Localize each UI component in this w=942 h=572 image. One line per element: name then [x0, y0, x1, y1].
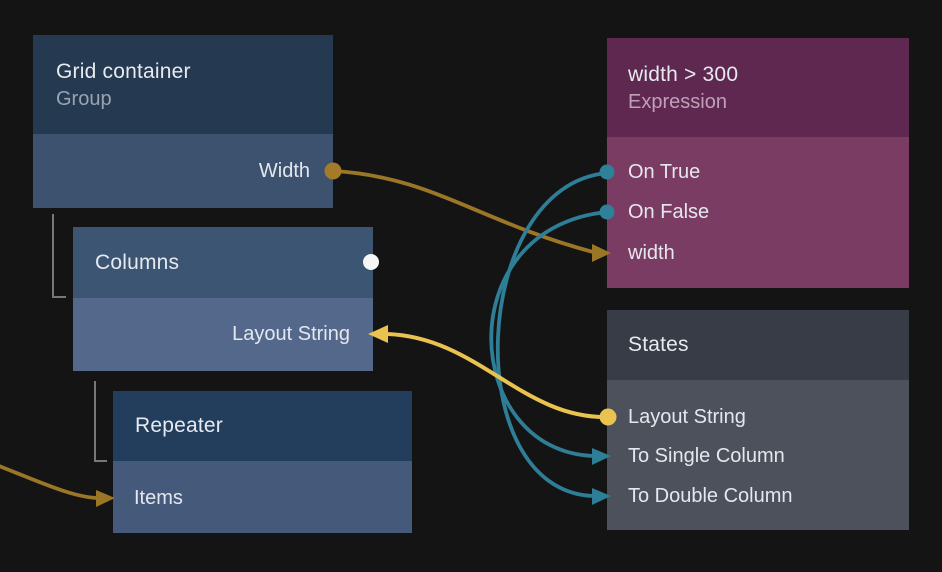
columns-connection-dot[interactable] — [363, 254, 379, 270]
layout-string-output-dot[interactable] — [599, 408, 617, 426]
node-body — [33, 134, 333, 208]
to-single-column-input-arrow — [592, 448, 611, 465]
items-input-arrow — [96, 490, 115, 507]
port-on-true-output[interactable]: On True — [628, 161, 701, 183]
expression-title: width > 300 — [628, 63, 739, 86]
tree-connector-columns-to-repeater — [94, 381, 107, 462]
port-width-output[interactable]: Width — [258, 160, 310, 182]
wire-width-to-width[interactable] — [332, 169, 594, 254]
node-columns[interactable]: Columns Layout String — [73, 227, 373, 371]
layout-string-input-arrow — [368, 325, 388, 343]
port-layout-string-input[interactable]: Layout String — [232, 323, 350, 345]
node-header: States — [607, 310, 909, 380]
width-input-arrow — [592, 244, 611, 262]
node-body — [73, 298, 373, 371]
port-on-false-output[interactable]: On False — [628, 201, 710, 223]
port-items-input[interactable]: Items — [134, 487, 183, 509]
node-header: Repeater — [113, 391, 412, 461]
node-body — [607, 380, 909, 530]
node-grid-container[interactable]: Grid container Group Width — [33, 35, 333, 208]
port-layout-string-output[interactable]: Layout String — [628, 406, 746, 428]
expression-subtitle: Expression — [628, 91, 727, 113]
width-output-dot[interactable] — [324, 162, 342, 180]
to-double-column-input-arrow — [592, 488, 611, 505]
wire-on-false-to-single-column[interactable] — [489, 210, 608, 458]
wire-layout-string[interactable] — [386, 332, 609, 420]
wire-to-items[interactable] — [0, 464, 98, 500]
node-header: width > 300 Expression — [607, 38, 909, 137]
grid-container-subtitle: Group — [56, 88, 112, 110]
repeater-title: Repeater — [135, 414, 223, 437]
node-header: Columns — [73, 227, 373, 298]
port-width-input[interactable]: width — [628, 242, 675, 264]
port-to-double-column-input[interactable]: To Double Column — [628, 485, 793, 507]
port-to-single-column-input[interactable]: To Single Column — [628, 445, 785, 467]
node-expression[interactable]: width > 300 Expression On True On False … — [607, 38, 909, 288]
node-body — [607, 137, 909, 288]
grid-container-title: Grid container — [56, 60, 191, 83]
on-false-output-dot[interactable] — [599, 204, 615, 220]
node-body — [113, 461, 412, 533]
states-title: States — [628, 333, 689, 356]
wire-on-true-to-double-column[interactable] — [495, 171, 608, 498]
columns-title: Columns — [95, 250, 180, 274]
node-states[interactable]: States Layout String To Single Column To… — [607, 310, 909, 530]
node-header: Grid container Group — [33, 35, 333, 134]
tree-connector-grid-to-columns — [52, 214, 66, 298]
on-true-output-dot[interactable] — [599, 164, 615, 180]
node-repeater[interactable]: Repeater Items — [113, 391, 412, 533]
